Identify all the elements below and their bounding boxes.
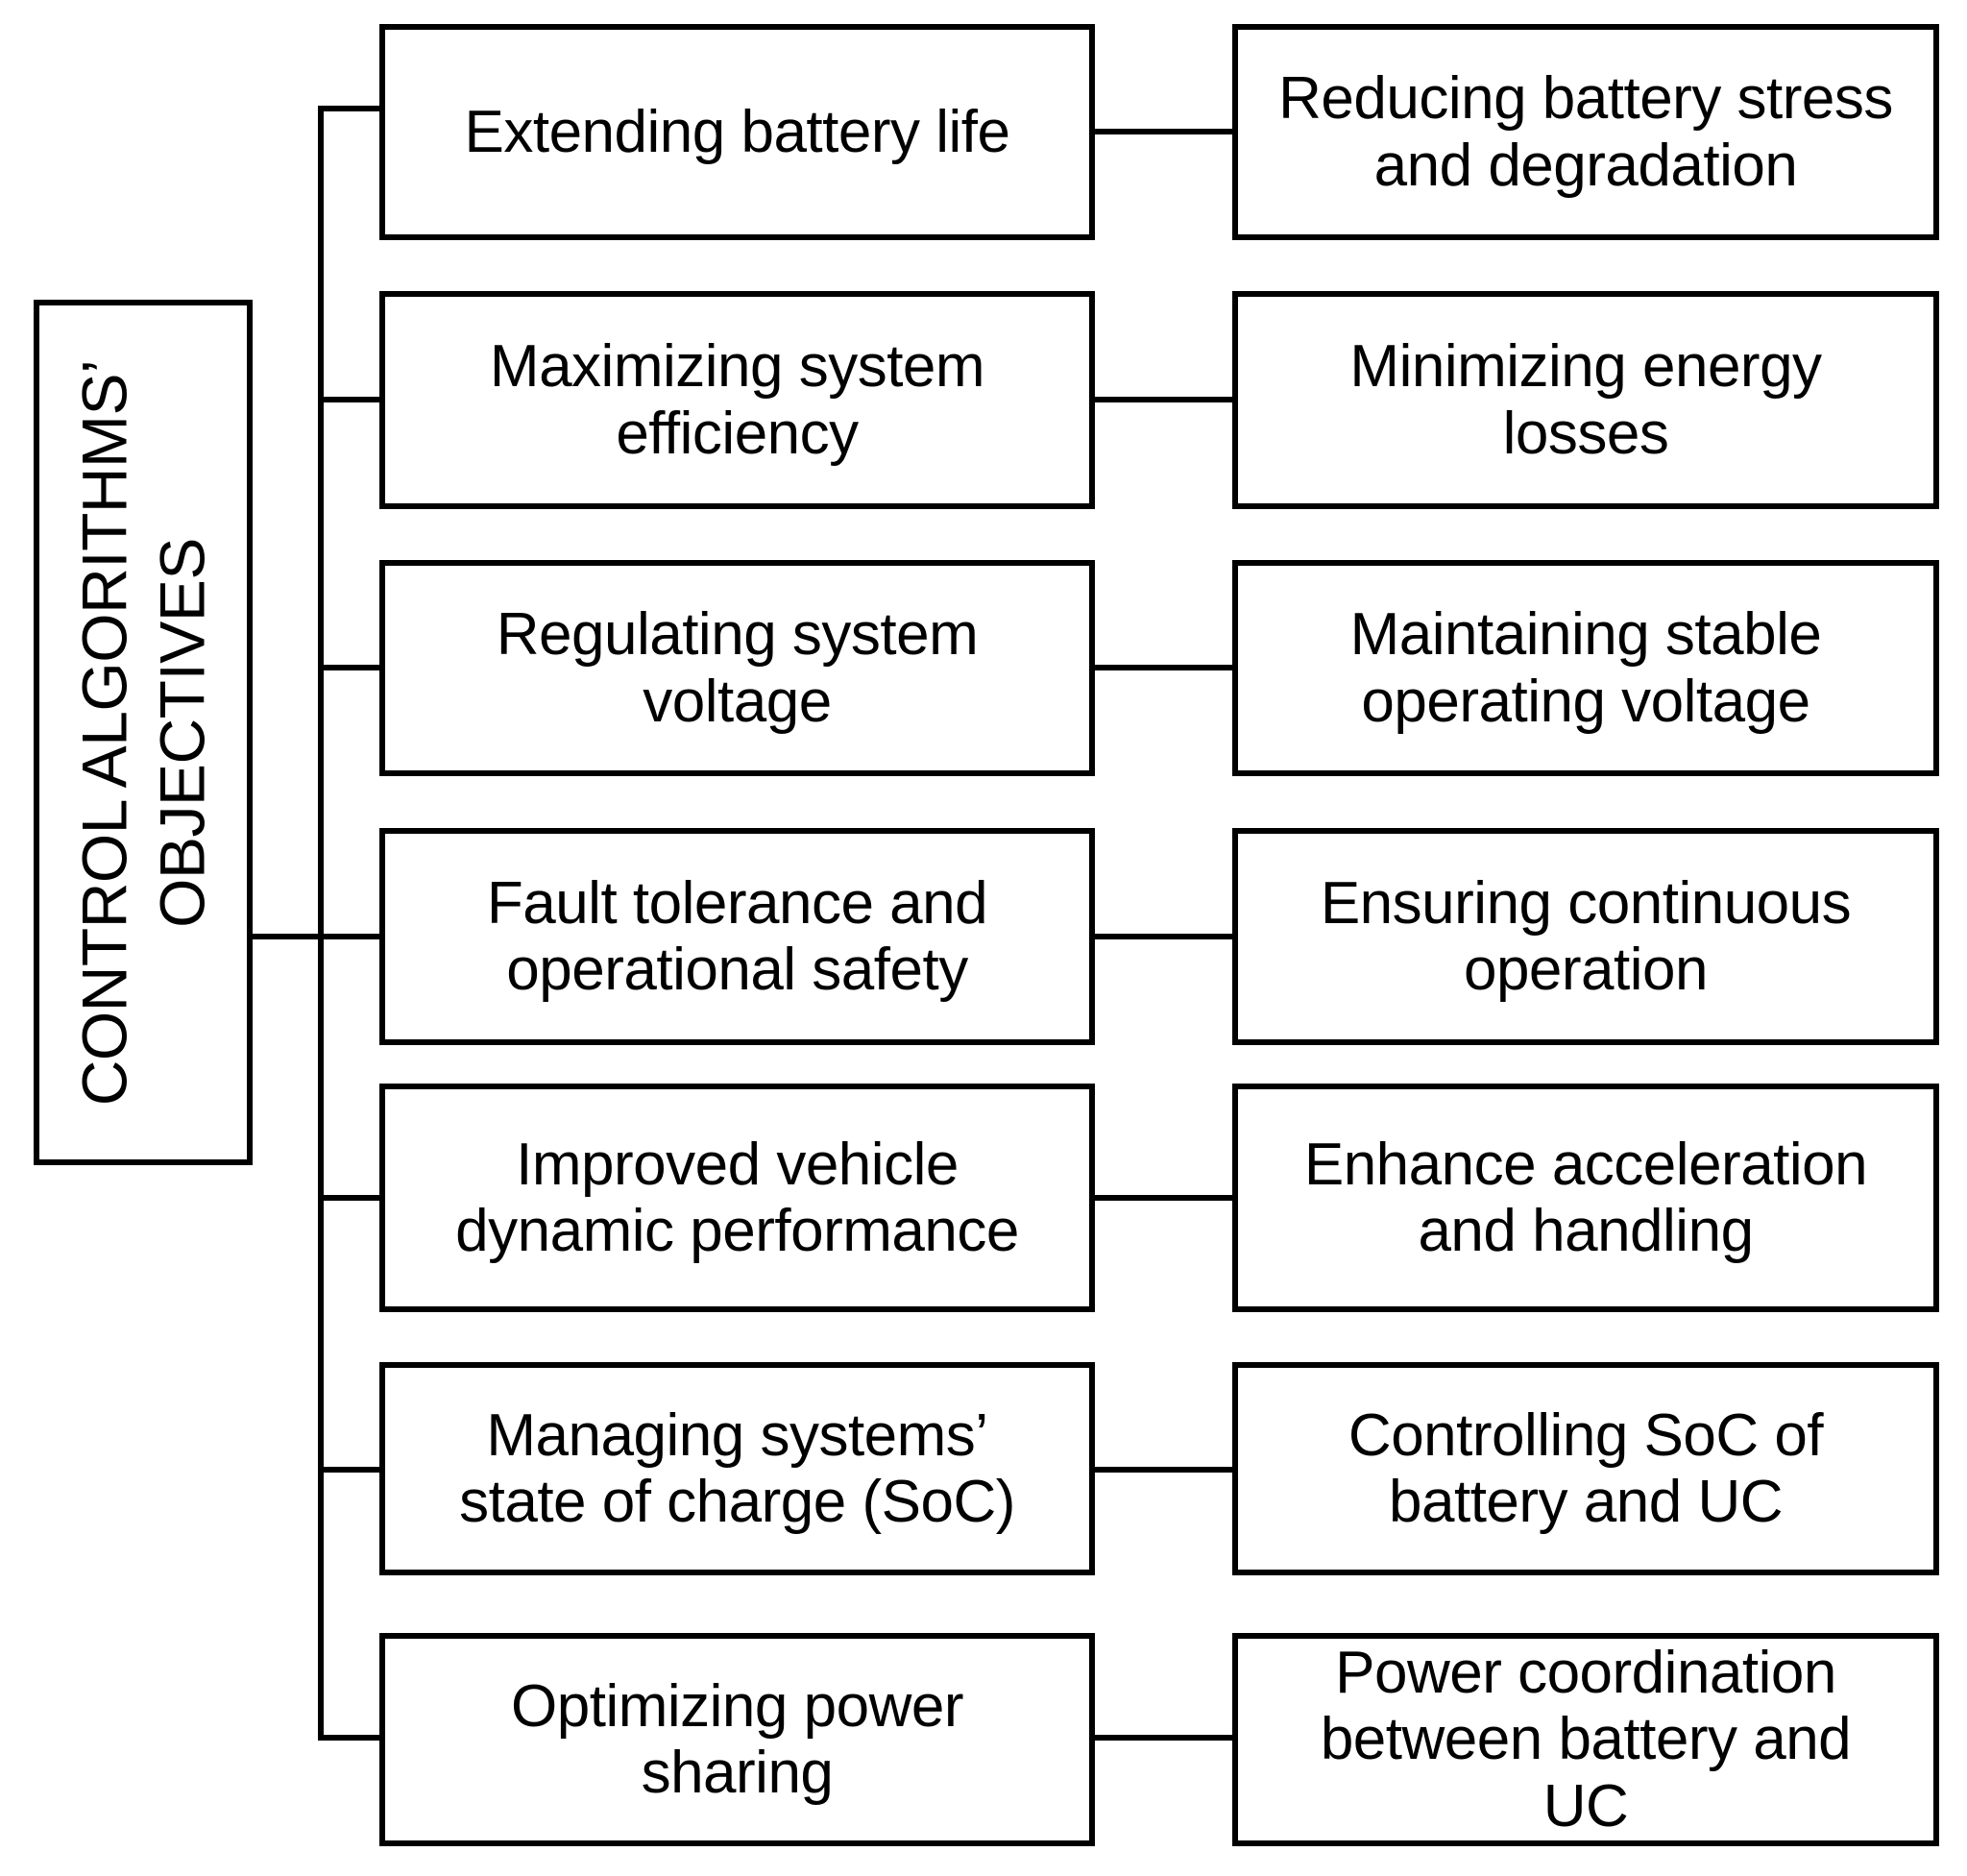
spine-branch-1	[318, 106, 381, 111]
objective-label-2: Maximizing system efficiency	[489, 333, 985, 467]
objective-label-1: Extending battery life	[464, 98, 1010, 165]
root-to-spine-connector	[253, 934, 324, 939]
detail-label-2: Minimizing energy losses	[1349, 333, 1822, 467]
row-connector-6	[1092, 1467, 1235, 1473]
detail-box-3: Maintaining stable operating voltage	[1232, 560, 1939, 776]
row-connector-1	[1092, 129, 1235, 134]
row-connector-5	[1092, 1195, 1235, 1201]
objective-box-2: Maximizing system efficiency	[379, 291, 1095, 509]
row-connector-3	[1092, 665, 1235, 670]
objective-label-5: Improved vehicle dynamic performance	[455, 1131, 1019, 1264]
spine-branch-4	[318, 934, 381, 939]
spine-branch-2	[318, 397, 381, 402]
spine-branch-3	[318, 665, 381, 670]
spine-vertical-line	[318, 106, 324, 1741]
detail-box-7: Power coordination between battery and U…	[1232, 1633, 1939, 1846]
detail-box-4: Ensuring continuous operation	[1232, 828, 1939, 1045]
objective-box-7: Optimizing power sharing	[379, 1633, 1095, 1846]
objective-box-6: Managing systems’ state of charge (SoC)	[379, 1362, 1095, 1575]
detail-label-4: Ensuring continuous operation	[1320, 869, 1852, 1003]
detail-label-5: Enhance acceleration and handling	[1303, 1131, 1868, 1264]
spine-branch-7	[318, 1735, 381, 1741]
objective-box-5: Improved vehicle dynamic performance	[379, 1084, 1095, 1312]
detail-box-5: Enhance acceleration and handling	[1232, 1084, 1939, 1312]
detail-box-6: Controlling SoC of battery and UC	[1232, 1362, 1939, 1575]
objective-label-4: Fault tolerance and operational safety	[486, 869, 988, 1003]
detail-label-6: Controlling SoC of battery and UC	[1348, 1401, 1824, 1535]
detail-box-2: Minimizing energy losses	[1232, 291, 1939, 509]
objective-label-6: Managing systems’ state of charge (SoC)	[459, 1401, 1015, 1535]
detail-label-7: Power coordination between battery and U…	[1320, 1639, 1852, 1839]
detail-label-3: Maintaining stable operating voltage	[1349, 601, 1822, 735]
spine-branch-5	[318, 1195, 381, 1201]
objective-box-4: Fault tolerance and operational safety	[379, 828, 1095, 1045]
detail-label-1: Reducing battery stress and degradation	[1278, 65, 1893, 199]
root-node-label: CONTROL ALGORITHMS’ OBJECTIVES	[68, 359, 217, 1106]
objective-label-3: Regulating system voltage	[496, 601, 979, 735]
objective-label-7: Optimizing power sharing	[511, 1672, 963, 1806]
row-connector-7	[1092, 1735, 1235, 1741]
detail-box-1: Reducing battery stress and degradation	[1232, 24, 1939, 240]
row-connector-4	[1092, 934, 1235, 939]
objective-box-3: Regulating system voltage	[379, 560, 1095, 776]
objective-box-1: Extending battery life	[379, 24, 1095, 240]
root-node-control-algorithms-objectives: CONTROL ALGORITHMS’ OBJECTIVES	[34, 300, 253, 1165]
spine-branch-6	[318, 1467, 381, 1473]
row-connector-2	[1092, 397, 1235, 402]
